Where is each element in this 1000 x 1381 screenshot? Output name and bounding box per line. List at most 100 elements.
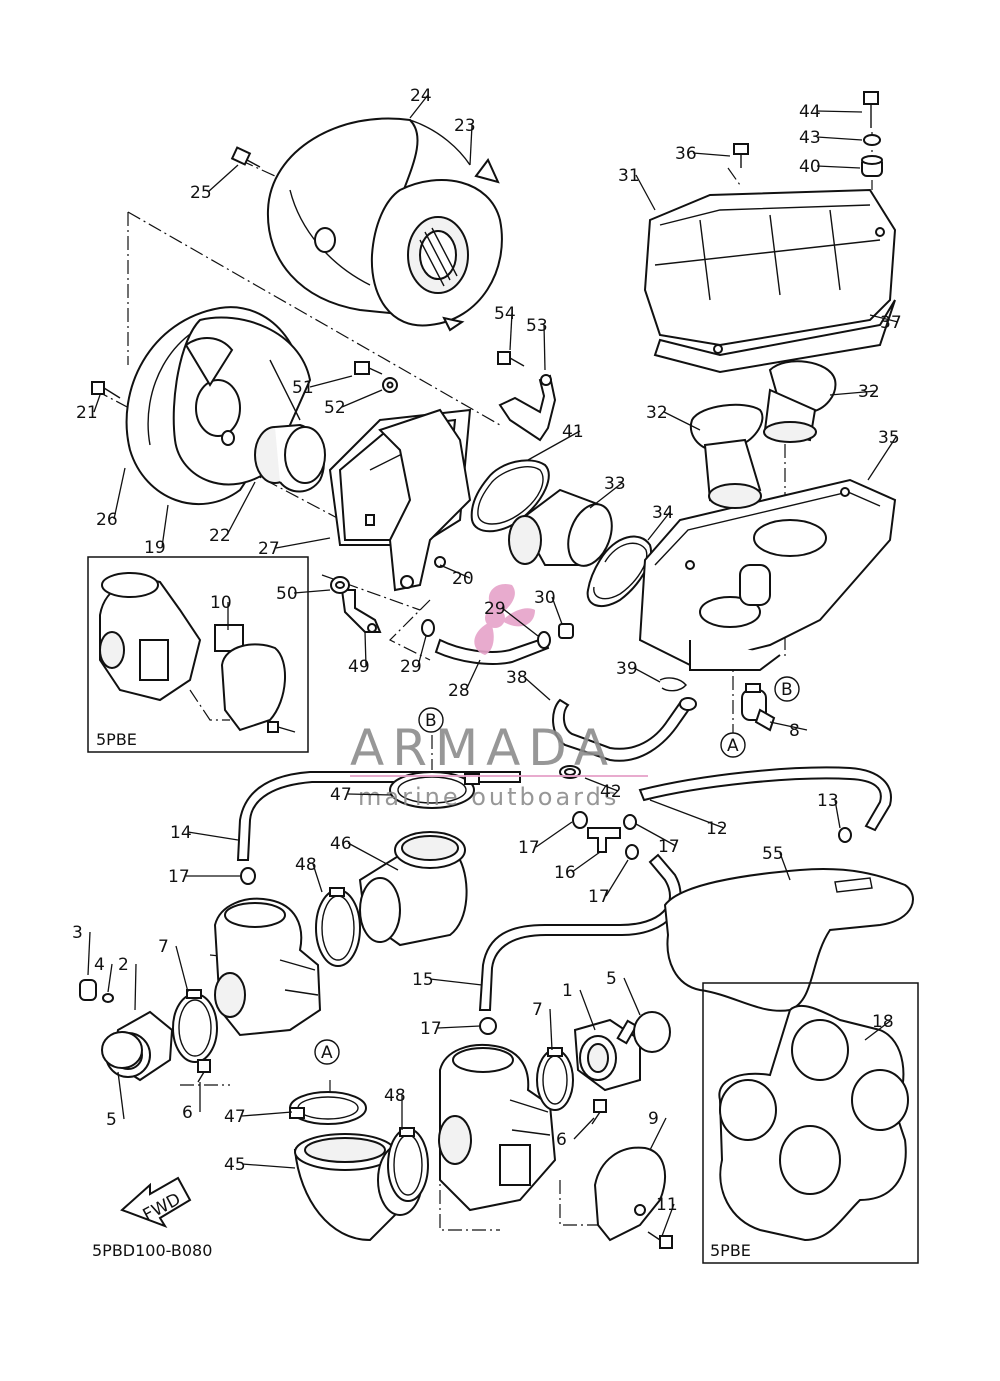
leader-c29b [501, 607, 539, 637]
callout-c5b: 5 [606, 969, 617, 989]
bracket-49 [340, 589, 382, 633]
plate-55 [663, 868, 914, 1012]
air-filter-cover-24 [266, 117, 471, 319]
callout-c17b: 17 [518, 838, 540, 858]
clamp-7-left [172, 989, 218, 1063]
inset-gasket-label: 5PBE [710, 1241, 751, 1260]
leader-c49 [364, 631, 367, 667]
callout-c31: 31 [618, 166, 640, 186]
callout-c35: 35 [878, 428, 900, 448]
leader-c26 [113, 467, 126, 520]
joint-1 [573, 1018, 641, 1092]
clip-29-right [537, 631, 551, 649]
callout-c48a: 48 [295, 855, 317, 875]
ref-label-refA1: A [727, 736, 739, 756]
callout-c29b: 29 [484, 599, 506, 619]
callout-c25: 25 [190, 183, 212, 203]
hose-28 [434, 636, 550, 665]
bracket-20 [378, 408, 472, 592]
leader-c34 [647, 511, 671, 541]
callout-c17c: 17 [658, 837, 680, 857]
reference-markers: A A B B [314, 676, 800, 1065]
leader-c19 [161, 504, 169, 548]
callout-c36: 36 [675, 144, 697, 164]
callout-c40: 40 [799, 157, 821, 177]
leader-c37 [869, 314, 899, 323]
callout-c42: 42 [600, 782, 622, 802]
leader-c3 [87, 931, 91, 976]
clamp-47-lower [289, 1091, 367, 1125]
callout-c17e: 17 [420, 1019, 442, 1039]
callout-c49: 49 [348, 657, 370, 677]
leader-c33 [589, 482, 623, 509]
leader-c15 [429, 978, 483, 986]
callout-c3: 3 [72, 923, 83, 943]
callout-c47a: 47 [330, 785, 352, 805]
leader-c27 [275, 537, 331, 549]
bolt-6-right [591, 1099, 607, 1125]
propeller-logo [474, 584, 535, 655]
leader-c9 [649, 1117, 667, 1151]
leader-c28 [465, 659, 481, 691]
hose-12 [638, 766, 892, 832]
bolt-21 [91, 381, 121, 399]
bolt-51 [354, 361, 383, 375]
hose-15 [478, 853, 682, 1011]
callout-c16: 16 [554, 863, 576, 883]
leader-c17c [635, 823, 677, 847]
leader-c7b [549, 1008, 553, 1051]
leader-c48a [312, 863, 323, 893]
callout-c33: 33 [604, 474, 626, 494]
screw-11 [647, 1231, 673, 1249]
bracket-53 [498, 374, 557, 442]
callout-c19: 19 [144, 538, 166, 558]
callout-c12: 12 [706, 819, 728, 839]
callout-c17a: 17 [168, 867, 190, 887]
callout-c37: 37 [880, 313, 902, 333]
leader-c2 [134, 963, 137, 1011]
ref-marker-refB2: B [418, 707, 444, 733]
callout-c54: 54 [494, 304, 516, 324]
callout-c2: 2 [118, 955, 129, 975]
leader-c47a [347, 793, 393, 796]
callout-c32b: 32 [858, 382, 880, 402]
callout-c1: 1 [562, 981, 573, 1001]
leader-c31 [635, 174, 656, 211]
callout-c28: 28 [448, 681, 470, 701]
callout-c52: 52 [324, 398, 346, 418]
leader-c5b [623, 977, 641, 1016]
leader-c42 [584, 777, 619, 792]
leader-c5a [117, 1071, 125, 1120]
leader-c41 [527, 430, 581, 461]
o-ring-5-right [633, 1011, 671, 1053]
bolt-44 [863, 91, 879, 128]
joint-32-right [763, 360, 837, 443]
clamp-48-lower [387, 1127, 429, 1202]
ref-marker-refA2: A [314, 1039, 340, 1065]
leader-c16 [571, 851, 601, 873]
leader-c50 [293, 589, 331, 594]
callout-c23: 23 [454, 116, 476, 136]
callout-c22: 22 [209, 526, 231, 546]
inset-carb-label: 5PBE [96, 730, 137, 749]
callout-c7b: 7 [532, 1000, 543, 1020]
t-joint-16 [587, 827, 621, 853]
leader-lines [87, 94, 899, 1237]
joint-32-left [690, 403, 764, 509]
callout-c48b: 48 [384, 1086, 406, 1106]
leader-c51 [309, 375, 353, 388]
callout-c24: 24 [410, 86, 432, 106]
bolt-36 [733, 143, 749, 168]
callout-c45: 45 [224, 1155, 246, 1175]
leader-c17b [535, 821, 573, 848]
diagram-code: 5PBD100-B080 [92, 1241, 212, 1260]
callout-c43: 43 [799, 128, 821, 148]
leader-c12 [649, 799, 725, 829]
leader-c35 [867, 436, 897, 481]
leader-c13 [834, 799, 841, 829]
ref-label-refB1: B [781, 680, 793, 700]
callout-c32a: 32 [646, 403, 668, 423]
callout-c39: 39 [616, 659, 638, 679]
watermark-tagline: marine outboards [358, 783, 619, 811]
